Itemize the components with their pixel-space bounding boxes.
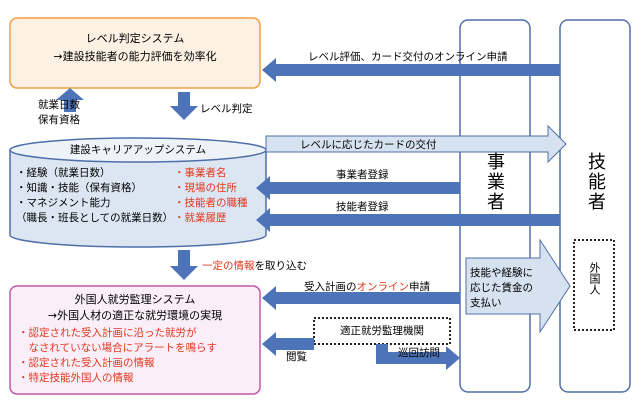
ccus-cylinder-body xyxy=(9,150,267,248)
ccus-item-foreman-days: （職長・班長としての就業日数） xyxy=(16,212,174,224)
label-business-registration: 事業者登録 xyxy=(336,169,389,181)
label-level-judgement: レベル判定 xyxy=(200,103,253,115)
arrow-browse xyxy=(262,332,314,356)
label-capture-info: 一定の情報を取り込む xyxy=(202,259,307,273)
ccus-item-site-address: ・現場の住所 xyxy=(174,182,237,194)
arrow-plan-online-application xyxy=(262,286,460,310)
ccus-item-business-name: ・事業者名 xyxy=(174,167,227,179)
plan-online-part1: 受入計画の xyxy=(304,281,357,293)
business-operator-label: 事業者 xyxy=(484,152,505,212)
level-system-subtitle: →建設技能者の能力評価を効率化 xyxy=(53,50,217,63)
arrow-online-application xyxy=(262,58,560,82)
plan-online-part3: 申請 xyxy=(409,281,430,293)
arrow-up-to-level-system xyxy=(56,88,84,112)
foreign-system-title: 外国人就労監理システム xyxy=(74,293,196,306)
capture-info-suffix: を取り込む xyxy=(254,260,308,272)
foreigner-box xyxy=(573,239,615,331)
skilled-worker-label: 技能者 xyxy=(585,152,606,212)
capture-info-highlight: 一定の情報 xyxy=(202,260,255,272)
label-online-application: レベル評価、カード交付のオンライン申請 xyxy=(308,51,508,63)
foreign-system-box xyxy=(9,285,261,395)
wage-payment-label: 技能や経験に 応じた賃金の 支払い xyxy=(470,266,533,311)
wage-line-3: 支払い xyxy=(470,297,502,309)
ccus-item-knowledge: ・知識・技能（保有資格） xyxy=(16,182,142,194)
ccus-item-experience: ・経験（就業日数） xyxy=(16,167,111,179)
foreign-system-list: ・認定された受入計画に沿った就労が なされていない場合にアラートを鳴らす ・認定… xyxy=(18,326,217,386)
level-system-box xyxy=(9,17,261,89)
ccus-item-management: ・マネジメント能力 xyxy=(16,197,111,209)
foreign-item-plan-info: ・認定された受入計画の情報 xyxy=(18,357,155,369)
oversight-org-label: 適正就労監理機関 xyxy=(340,325,424,337)
foreign-system-subtitle: →外国人材の適正な就労環境の実現 xyxy=(47,309,223,322)
label-patrol-visit: 巡回訪問 xyxy=(398,347,440,359)
label-qualification: 保有資格 xyxy=(38,114,80,126)
ccus-title: 建設キャリアアップシステム xyxy=(69,144,207,156)
arrow-card-issue xyxy=(265,124,567,164)
ccus-item-work-history: ・就業履歴 xyxy=(174,212,227,224)
level-system-title: レベル判定システム xyxy=(85,32,185,45)
ccus-left-list: ・経験（就業日数） ・知識・技能（保有資格） ・マネジメント能力 （職長・班長と… xyxy=(16,166,173,226)
foreign-item-worker-info: ・特定技能外国人の情報 xyxy=(18,372,134,384)
ccus-item-worker-occupation: ・技能者の職種 xyxy=(174,197,248,209)
arrow-patrol-visit xyxy=(376,344,460,370)
ccus-right-list: ・事業者名 ・現場の住所 ・技能者の職種 ・就業履歴 xyxy=(174,166,248,226)
wage-line-1: 技能や経験に xyxy=(470,267,533,279)
plan-online-highlight: オンライン xyxy=(356,281,410,293)
arrow-wage-payment xyxy=(465,238,571,334)
label-card-issue: レベルに応じたカードの交付 xyxy=(300,139,437,151)
arrow-technician-registration xyxy=(256,208,560,232)
foreigner-label: 外国人 xyxy=(588,262,601,295)
label-technician-registration: 技能者登録 xyxy=(336,201,389,213)
arrow-business-registration xyxy=(256,176,460,200)
label-browse: 閲覧 xyxy=(286,351,307,363)
foreign-item-alert-cont: なされていない場合にアラートを鳴らす xyxy=(18,342,217,354)
foreign-item-alert: ・認定された受入計画に沿った就労が xyxy=(18,327,197,339)
arrow-down-level-judgement xyxy=(170,92,198,120)
wage-line-2: 応じた賃金の xyxy=(470,282,533,294)
label-plan-online-application: 受入計画のオンライン申請 xyxy=(304,280,430,294)
arrow-down-capture-info xyxy=(170,250,198,280)
label-work-days: 就業日数 xyxy=(38,99,80,111)
